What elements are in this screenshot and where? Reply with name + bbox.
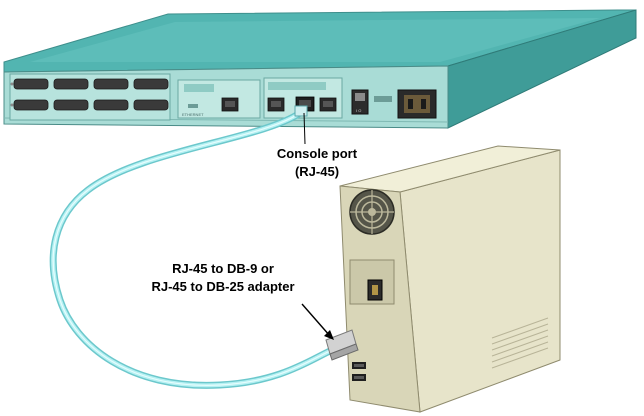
router-chassis: ETHERNET I O [3, 9, 637, 129]
power-socket-icon [397, 89, 437, 119]
rj45-port-icon [221, 97, 239, 112]
adapter-pointer [301, 303, 334, 340]
console-cable [49, 105, 336, 389]
console-port-label-line2: (RJ-45) [294, 164, 340, 179]
router-top-highlight [30, 18, 600, 62]
pc-tower [325, 145, 561, 413]
fan-grille-icon [349, 189, 395, 235]
rj45-port-icon [267, 96, 337, 112]
db-adapter-icon [325, 329, 359, 361]
svg-text:ETHERNET: ETHERNET [182, 112, 204, 117]
power-switch-icon: I O [351, 89, 369, 115]
console-port-pointer [303, 112, 306, 145]
side-vents [491, 317, 549, 369]
console-port-label: Console port (RJ-45) [252, 145, 382, 181]
power-socket-icon [367, 279, 383, 301]
serial-port-icon [352, 362, 366, 381]
serial-port-icon [13, 78, 169, 111]
console-port-label-line1: Console port [276, 146, 358, 161]
adapter-label: RJ-45 to DB-9 or RJ-45 to DB-25 adapter [138, 260, 308, 296]
svg-text:I O: I O [356, 108, 361, 113]
adapter-label-line2: RJ-45 to DB-25 adapter [151, 279, 295, 294]
pc-side-panel [399, 149, 561, 413]
adapter-label-line1: RJ-45 to DB-9 or [172, 261, 274, 276]
